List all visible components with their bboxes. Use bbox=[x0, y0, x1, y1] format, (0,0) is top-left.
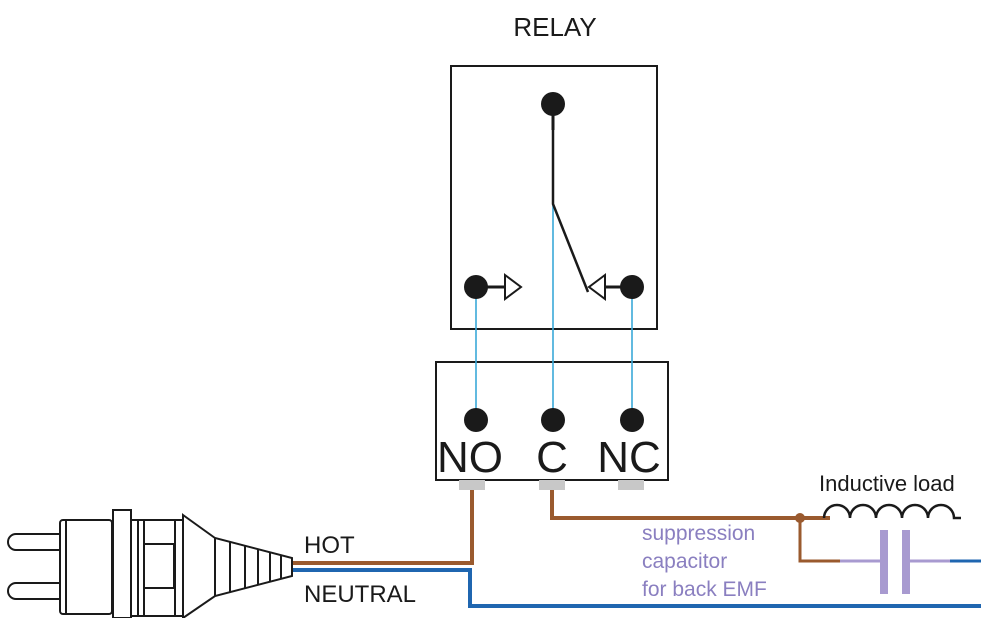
capacitor-note-line-3: for back EMF bbox=[642, 578, 767, 601]
terminal-no-label: NO bbox=[437, 433, 503, 482]
nc-arrow-icon bbox=[587, 273, 606, 301]
capacitor-note-line-1: suppression bbox=[642, 522, 755, 545]
capacitor-note-line-2: capacitor bbox=[642, 550, 727, 573]
terminal-c-screw bbox=[541, 408, 565, 432]
common-contact-pivot bbox=[541, 92, 565, 116]
terminal-tab-c bbox=[539, 480, 565, 490]
common-to-load-wire bbox=[550, 490, 830, 520]
suppression-capacitor bbox=[840, 530, 950, 594]
inductive-load-coil bbox=[822, 503, 961, 520]
switch-arm bbox=[551, 130, 590, 293]
terminal-tab-no bbox=[459, 480, 485, 490]
inductive-load-label: Inductive load bbox=[819, 471, 955, 496]
load-branch-wire bbox=[798, 518, 840, 563]
terminal-c-label: C bbox=[536, 433, 568, 482]
neutral-label: NEUTRAL bbox=[304, 581, 416, 608]
terminal-nc-label: NC bbox=[597, 433, 661, 482]
relay-title: RELAY bbox=[513, 12, 596, 42]
no-arrow-icon bbox=[504, 273, 523, 301]
hot-label: HOT bbox=[304, 532, 355, 559]
terminal-tab-nc bbox=[618, 480, 644, 490]
terminal-no-screw bbox=[464, 408, 488, 432]
power-plug-icon bbox=[7, 509, 293, 618]
junction-dot bbox=[795, 513, 805, 523]
hot-wire bbox=[292, 490, 474, 565]
terminal-nc-screw bbox=[620, 408, 644, 432]
neutral-wire bbox=[292, 568, 981, 608]
